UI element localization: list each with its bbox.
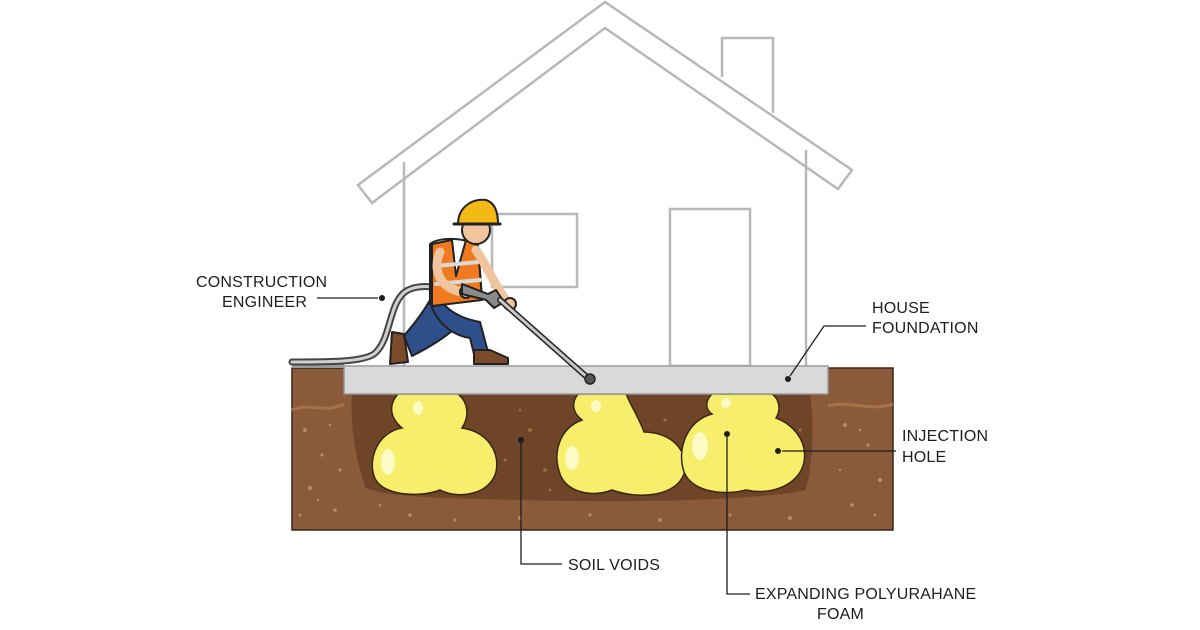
house-outline xyxy=(356,0,854,368)
label-injection-hole-line1: INJECTION xyxy=(902,428,988,445)
expanding-foam-masses xyxy=(371,393,806,496)
foam-mass-middle xyxy=(556,393,686,496)
label-house-foundation: HOUSE FOUNDATION xyxy=(785,300,979,382)
construction-engineer-figure xyxy=(389,198,596,385)
ground-surface-left xyxy=(292,363,344,368)
label-construction-engineer: CONSTRUCTION ENGINEER xyxy=(196,274,385,311)
label-expanding-foam-line1: EXPANDING POLYURAHANE xyxy=(755,586,976,603)
label-soil-voids-text: SOIL VOIDS xyxy=(568,557,660,574)
label-injection-hole: INJECTION HOLE xyxy=(775,428,988,466)
foam-mass-left xyxy=(371,393,498,496)
label-construction-engineer-line1: CONSTRUCTION xyxy=(196,274,327,291)
label-injection-hole-line2: HOLE xyxy=(902,449,946,466)
label-expanding-foam-line2: FOAM xyxy=(817,606,864,623)
label-construction-engineer-line2: ENGINEER xyxy=(222,294,307,311)
label-expanding-foam: EXPANDING POLYURAHANE FOAM xyxy=(724,431,976,623)
foam-mass-right xyxy=(680,393,806,494)
label-house-foundation-line2: FOUNDATION xyxy=(872,320,979,337)
label-house-foundation-line1: HOUSE xyxy=(872,300,930,317)
label-soil-voids: SOIL VOIDS xyxy=(518,437,660,574)
